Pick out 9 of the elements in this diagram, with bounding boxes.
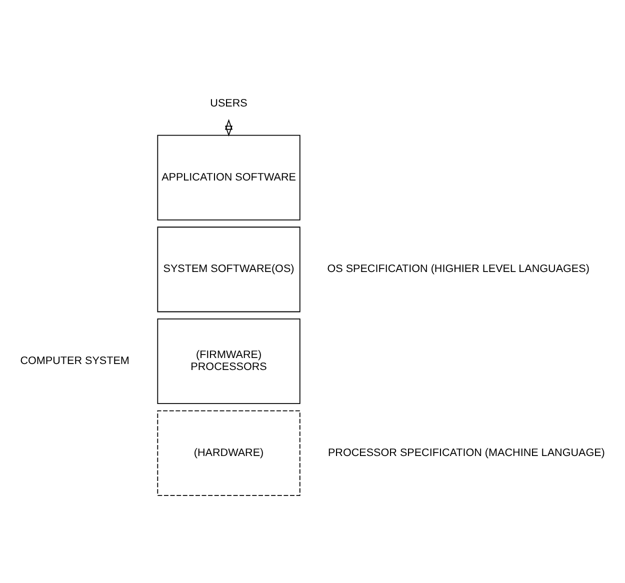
node-box: SYSTEM SOFTWARE(OS): [157, 226, 300, 312]
label: OS SPECIFICATION (HIGHIER LEVEL LANGUAGES): [327, 263, 590, 276]
label: COMPUTER SYSTEM: [20, 355, 130, 368]
node-box: (HARDWARE): [157, 410, 300, 496]
arrow: [225, 118, 233, 136]
node-box: APPLICATION SOFTWARE: [157, 134, 300, 220]
node-text: USERS: [210, 98, 248, 110]
node-box: (FIRMWARE) PROCESSORS: [157, 318, 300, 404]
label: PROCESSOR SPECIFICATION (MACHINE LANGUAGE): [328, 446, 605, 459]
